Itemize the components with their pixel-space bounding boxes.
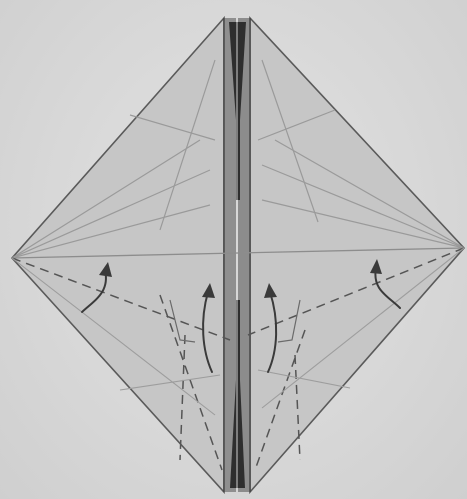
left-flap	[12, 18, 224, 492]
right-flap	[250, 18, 464, 492]
